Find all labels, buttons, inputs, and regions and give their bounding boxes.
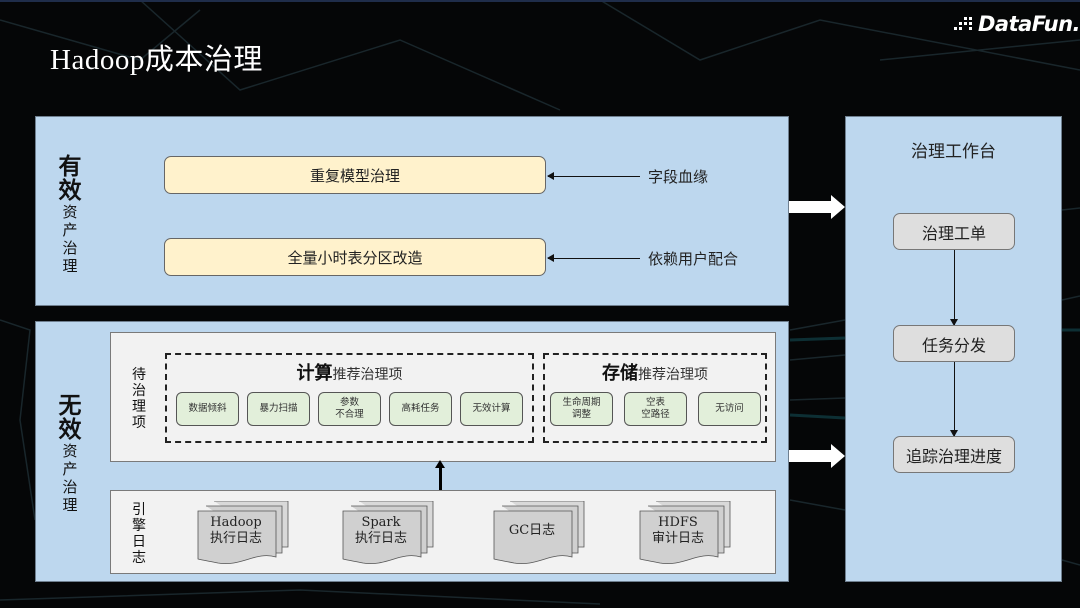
label-char: 效 (58, 417, 82, 443)
spark-log-doc[interactable]: Spark 执行日志 (341, 501, 441, 567)
slide-title: Hadoop成本治理 (50, 44, 263, 76)
label-char: 项 (132, 415, 146, 431)
valid-assets-panel: 有 效 资 产 治 理 重复模型治理 字段血缘 全量小时表分区改造 依赖用户配合 (35, 116, 789, 306)
label-char: 治 (62, 478, 78, 496)
doc-label: Hadoop 执行日志 (209, 515, 262, 546)
engine-logs-panel: 引 擎 日 志 Hadoop 执行日志 Spark 执行日志 (110, 490, 776, 574)
field-lineage-note: 字段血缘 (648, 168, 709, 186)
label-char: 理 (132, 399, 146, 415)
multi-document-icon (197, 501, 289, 565)
hadoop-log-doc[interactable]: Hadoop 执行日志 (196, 501, 296, 567)
label-char: 日 (132, 534, 146, 550)
label-char: 待 (132, 367, 146, 383)
arrow-right-icon (789, 195, 845, 219)
storage-item-no-access[interactable]: 无访问 (698, 392, 761, 426)
gc-log-doc[interactable]: GC日志 (492, 501, 592, 567)
hdfs-audit-log-doc[interactable]: HDFS 审计日志 (638, 501, 738, 567)
hourly-table-partition-box[interactable]: 全量小时表分区改造 (164, 238, 546, 276)
label-char: 治 (132, 383, 146, 399)
workbench-step-dispatch[interactable]: 任务分发 (893, 325, 1015, 362)
arrow-up-icon (435, 460, 445, 490)
invalid-assets-label: 无 效 资 产 治 理 (58, 394, 82, 514)
box-label: 重复模型治理 (309, 166, 400, 185)
storage-recommendations-group: 存储推荐治理项 生命周期 调整 空表 空路径 无访问 (543, 353, 767, 443)
box-label: 全量小时表分区改造 (287, 248, 423, 267)
engine-logs-label: 引 擎 日 志 (130, 502, 148, 566)
arrow-down-icon (950, 250, 958, 326)
step-label: 治理工单 (921, 223, 986, 243)
step-label: 任务分发 (921, 335, 986, 355)
label-char: 引 (132, 502, 146, 518)
compute-item-brute-scan[interactable]: 暴力扫描 (247, 392, 310, 426)
compute-item-useless-compute[interactable]: 无效计算 (460, 392, 523, 426)
invalid-assets-panel: 无 效 资 产 治 理 待 治 理 项 计算推荐治理项 数据倾斜 暴力扫描 参数… (35, 321, 789, 582)
label-char: 资 (62, 203, 78, 221)
label-char: 产 (62, 221, 78, 239)
top-accent-bar (0, 0, 1080, 2)
label-char: 志 (132, 550, 146, 566)
compute-group-title: 计算推荐治理项 (167, 359, 532, 385)
group-title-strong: 存储 (602, 363, 638, 384)
pending-items-panel: 待 治 理 项 计算推荐治理项 数据倾斜 暴力扫描 参数 不合理 高耗任务 无效… (110, 332, 776, 462)
compute-recommendations-group: 计算推荐治理项 数据倾斜 暴力扫描 参数 不合理 高耗任务 无效计算 (165, 353, 534, 443)
group-title-strong: 计算 (296, 363, 333, 384)
storage-items: 生命周期 调整 空表 空路径 无访问 (550, 392, 761, 426)
label-char: 无 (58, 393, 82, 419)
label-char: 资 (62, 442, 78, 460)
doc-label: Spark 执行日志 (354, 515, 407, 546)
label-char: 有 (58, 154, 82, 180)
compute-item-bad-params[interactable]: 参数 不合理 (318, 392, 381, 426)
pending-items-label: 待 治 理 项 (130, 367, 148, 431)
label-char: 产 (62, 460, 78, 478)
workbench-step-track-progress[interactable]: 追踪治理进度 (893, 436, 1015, 473)
arrow-right-icon (789, 444, 845, 468)
group-title-rest: 推荐治理项 (638, 367, 708, 383)
doc-label: HDFS 审计日志 (651, 515, 704, 546)
storage-item-empty-table[interactable]: 空表 空路径 (624, 392, 687, 426)
multi-document-icon (342, 501, 434, 565)
compute-item-high-cost-task[interactable]: 高耗任务 (389, 392, 452, 426)
storage-item-lifecycle[interactable]: 生命周期 调整 (550, 392, 613, 426)
compute-item-data-skew[interactable]: 数据倾斜 (176, 392, 239, 426)
logo-text: DataFun. (978, 12, 1080, 36)
arrow-left-icon (547, 254, 640, 262)
workbench-step-ticket[interactable]: 治理工单 (893, 213, 1015, 250)
multi-document-icon (493, 501, 585, 565)
compute-items: 数据倾斜 暴力扫描 参数 不合理 高耗任务 无效计算 (176, 392, 523, 426)
label-char: 治 (62, 239, 78, 257)
group-title-rest: 推荐治理项 (332, 367, 403, 383)
logo-dots-icon (954, 17, 972, 30)
valid-assets-label: 有 效 资 产 治 理 (58, 155, 82, 275)
label-char: 擎 (132, 518, 146, 534)
datafun-logo: DataFun. (954, 12, 1080, 36)
duplicate-model-governance-box[interactable]: 重复模型治理 (164, 156, 546, 194)
label-char: 理 (62, 496, 78, 514)
workbench-title: 治理工作台 (911, 142, 996, 162)
step-label: 追踪治理进度 (905, 446, 1002, 466)
arrow-down-icon (950, 362, 958, 437)
label-char: 效 (58, 178, 82, 204)
user-cooperation-note: 依赖用户配合 (648, 250, 739, 268)
storage-group-title: 存储推荐治理项 (545, 359, 765, 385)
governance-workbench-panel: 治理工作台 治理工单 任务分发 追踪治理进度 (845, 116, 1062, 582)
label-char: 理 (62, 257, 78, 275)
doc-label: GC日志 (508, 523, 556, 538)
multi-document-icon (639, 501, 731, 565)
arrow-left-icon (547, 172, 640, 180)
